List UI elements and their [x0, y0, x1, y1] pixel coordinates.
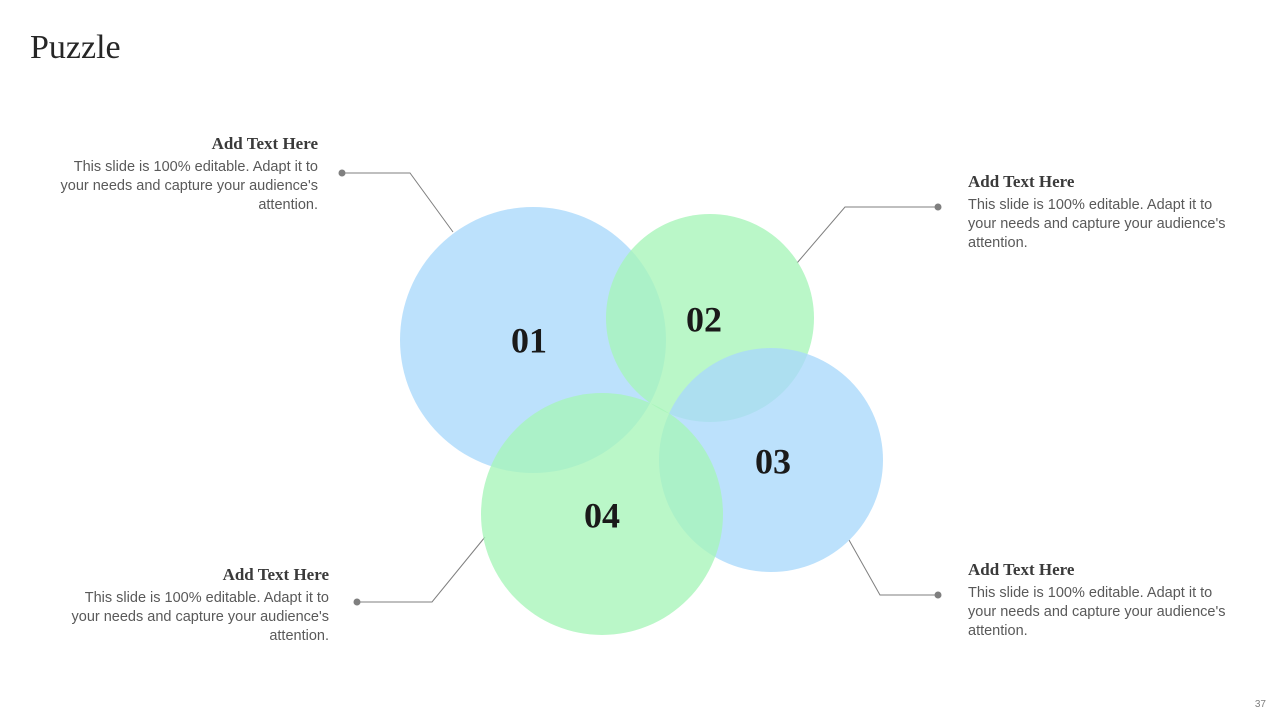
connector-dot-bottom-right: [934, 591, 942, 599]
callout-heading: Add Text Here: [968, 560, 1075, 579]
circle-04: [481, 393, 723, 635]
page-number: 37: [1254, 699, 1266, 710]
callout-top-right: Add Text Here This slide is 100% editabl…: [968, 172, 1228, 253]
circles: [400, 207, 883, 635]
connector-dot-top-left: [338, 169, 346, 177]
callout-top-left: Add Text Here This slide is 100% editabl…: [58, 134, 319, 215]
callout-body: This slide is 100% editable. Adapt it to…: [60, 159, 319, 214]
connector-bottom-right: [848, 539, 938, 596]
callout-body: This slide is 100% editable. Adapt it to…: [968, 197, 1226, 252]
connector-top-right: [796, 206, 938, 264]
connectors: [342, 172, 938, 603]
circle-number-04: 04: [584, 495, 620, 535]
circle-number-01: 01: [511, 320, 547, 360]
callout-bottom-right: Add Text Here This slide is 100% editabl…: [968, 560, 1228, 641]
callout-heading: Add Text Here: [222, 565, 329, 584]
connector-dot-bottom-left: [353, 598, 361, 606]
callout-heading: Add Text Here: [968, 172, 1075, 191]
connector-dots: [338, 169, 942, 606]
connector-dot-top-right: [934, 203, 942, 211]
slide-title: Puzzle: [30, 29, 121, 66]
callout-heading: Add Text Here: [211, 134, 318, 153]
connector-bottom-left: [357, 536, 486, 603]
circle-number-02: 02: [686, 299, 722, 339]
callout-bottom-left: Add Text Here This slide is 100% editabl…: [69, 565, 330, 646]
callout-body: This slide is 100% editable. Adapt it to…: [71, 590, 330, 645]
callout-body: This slide is 100% editable. Adapt it to…: [968, 585, 1226, 640]
circle-number-03: 03: [755, 441, 791, 481]
connector-top-left: [342, 172, 454, 233]
